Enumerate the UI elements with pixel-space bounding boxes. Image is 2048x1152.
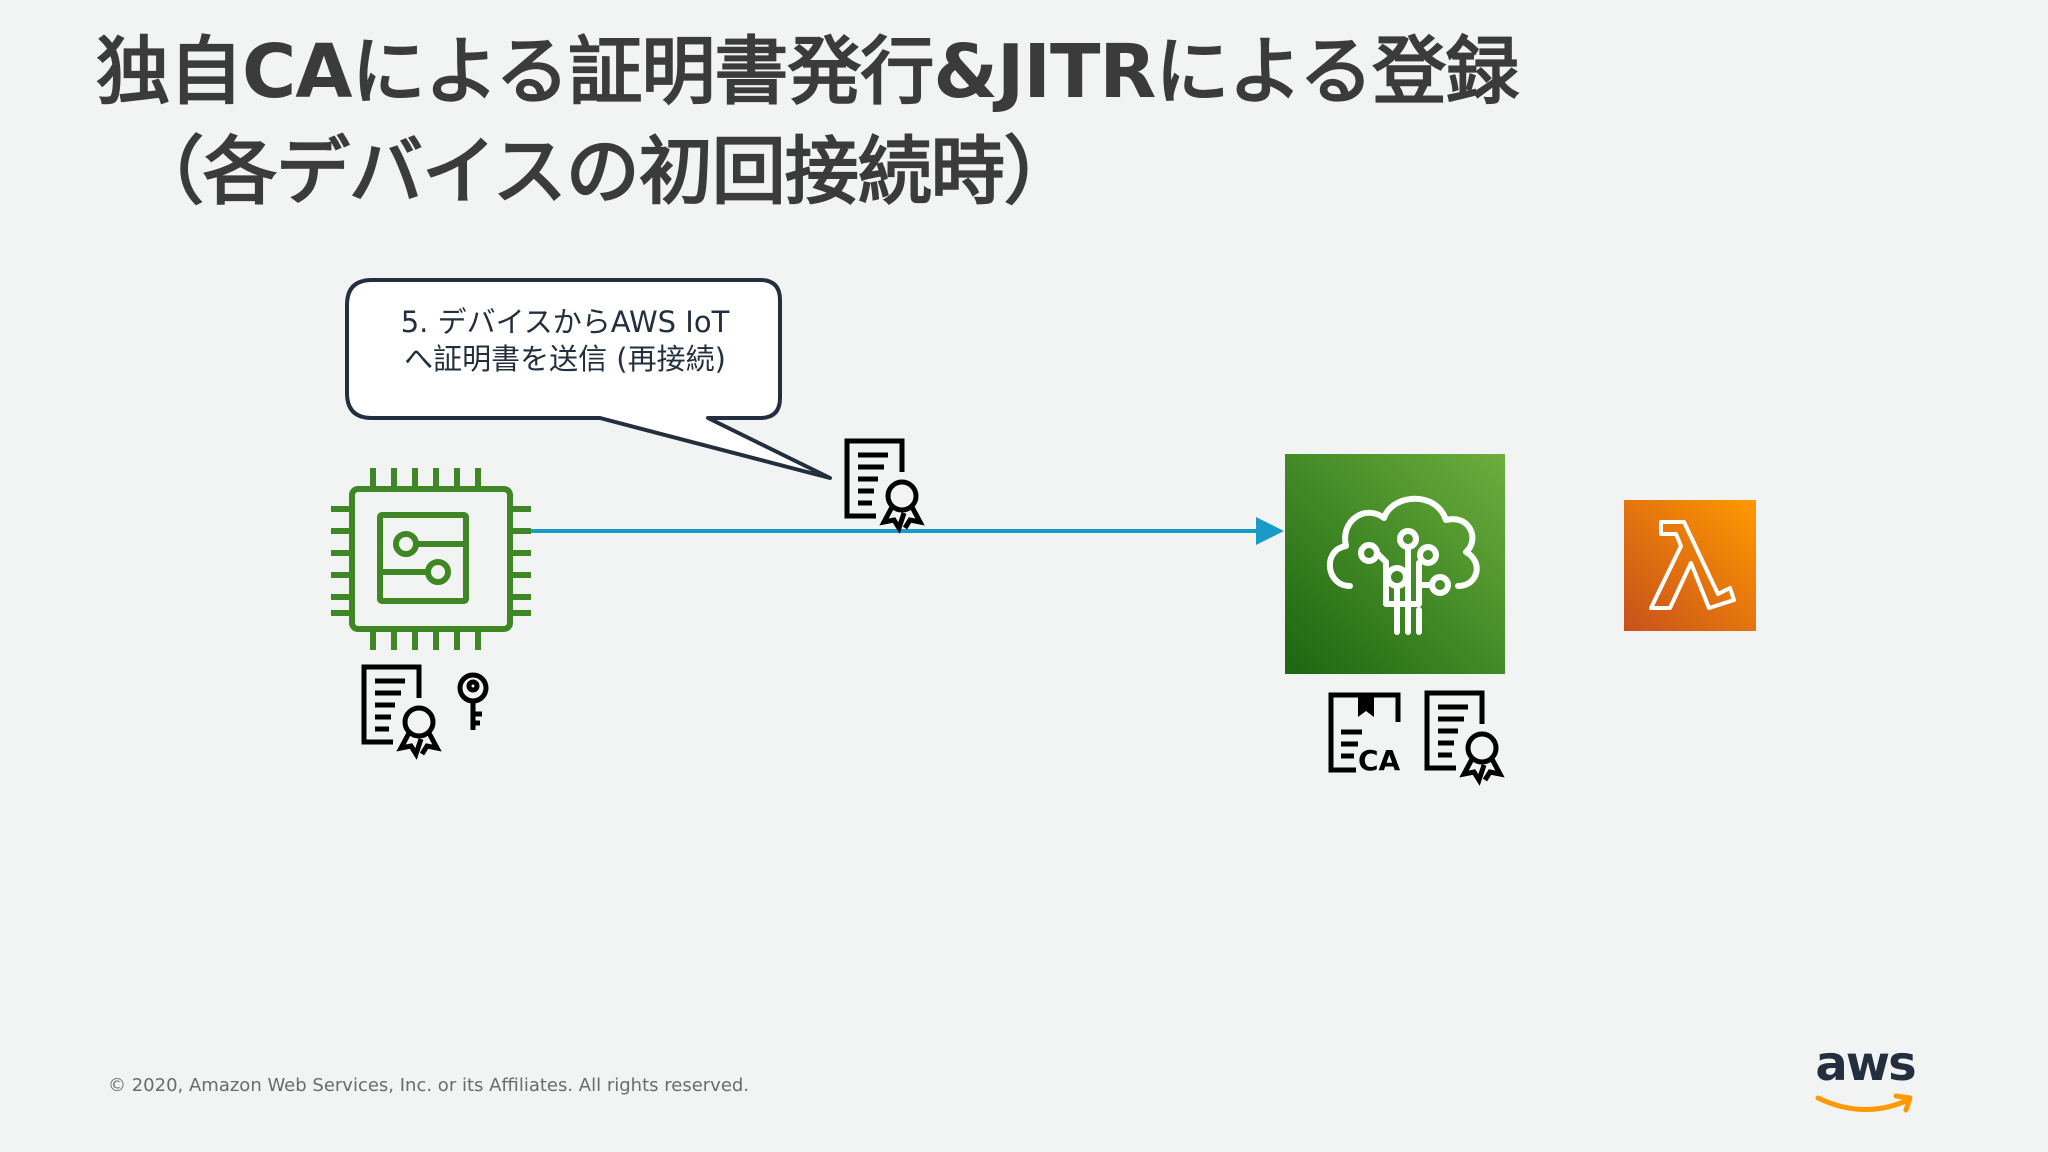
device-certificate-icon <box>361 664 442 760</box>
aws-lambda-icon <box>1624 500 1756 631</box>
device-private-key-icon <box>457 672 489 730</box>
slide-title-line-1: 独自CAによる証明書発行&JITRによる登録 <box>96 29 1519 115</box>
callout-line-2: へ証明書を送信 (再接続) <box>404 342 726 376</box>
slide-title-line-2: （各デバイスの初回接続時） <box>130 129 1078 215</box>
certificate-in-transit-icon <box>844 438 925 534</box>
ca-certificate-icon: CA <box>1328 692 1401 777</box>
callout-line-1: 5. デバイスからAWS IoT <box>400 305 730 339</box>
aws-logo-wordmark: aws <box>1815 1036 1916 1092</box>
aws-iot-core-icon <box>1285 454 1505 674</box>
registered-certificate-icon <box>1424 690 1505 786</box>
svg-text:CA: CA <box>1358 744 1401 777</box>
copyright-footer: © 2020, Amazon Web Services, Inc. or its… <box>108 1075 750 1096</box>
iot-device-chip-icon <box>331 468 531 650</box>
slide-title: 独自CAによる証明書発行&JITRによる登録 （各デバイスの初回接続時） <box>96 22 1956 222</box>
aws-smile-icon <box>1815 1093 1913 1113</box>
callout-text: 5. デバイスからAWS IoT へ証明書を送信 (再接続) <box>350 304 780 378</box>
aws-logo: aws <box>1812 1036 1918 1118</box>
callout-bubble <box>345 278 832 480</box>
flow-arrow <box>514 517 1284 545</box>
